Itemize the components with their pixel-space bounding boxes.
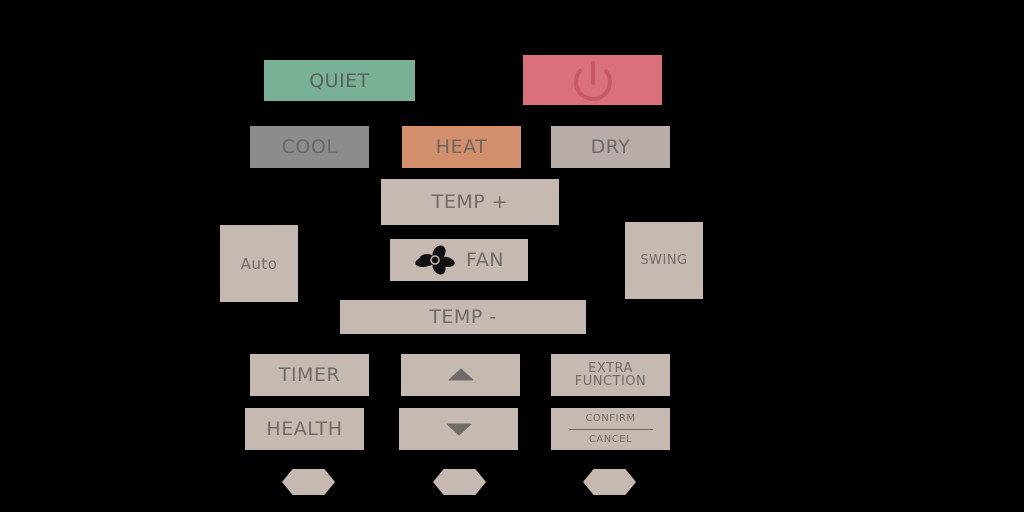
round-button-3[interactable] (583, 469, 636, 495)
round-button-2[interactable] (433, 469, 486, 495)
timer-button[interactable]: TIMER (250, 354, 369, 396)
confirm-cancel-button[interactable]: CONFIRM CANCEL (551, 408, 670, 450)
temp-plus-button[interactable]: TEMP + (381, 179, 559, 225)
temp-minus-label: TEMP - (429, 306, 497, 328)
extra-label-line1: EXTRA (588, 361, 633, 376)
temp-plus-label: TEMP + (431, 191, 509, 213)
arrow-down-icon (446, 423, 471, 436)
confirm-divider (568, 429, 653, 430)
power-button[interactable] (523, 55, 662, 105)
quiet-label: QUIET (309, 69, 370, 92)
power-icon (573, 61, 612, 101)
swing-label: SWING (640, 253, 688, 268)
dry-button[interactable]: DRY (551, 126, 670, 168)
fan-button[interactable]: FAN (390, 239, 528, 281)
health-label: HEALTH (266, 418, 343, 440)
fan-icon (414, 245, 456, 275)
auto-label: Auto (240, 254, 278, 273)
cancel-label: CANCEL (588, 434, 633, 445)
fan-label: FAN (466, 249, 504, 271)
swing-button[interactable]: SWING (625, 222, 703, 299)
up-button[interactable] (401, 354, 520, 396)
quiet-button[interactable]: QUIET (264, 60, 415, 101)
down-button[interactable] (399, 408, 518, 450)
extra-function-button[interactable]: EXTRA FUNCTION (551, 354, 670, 396)
confirm-label: CONFIRM (585, 413, 636, 424)
health-button[interactable]: HEALTH (245, 408, 364, 450)
cool-button[interactable]: COOL (250, 126, 369, 168)
dry-label: DRY (590, 136, 631, 158)
heat-label: HEAT (435, 136, 488, 158)
temp-minus-button[interactable]: TEMP - (340, 300, 586, 334)
extra-label-line2: FUNCTION (574, 374, 647, 389)
cool-label: COOL (281, 136, 338, 158)
auto-button[interactable]: Auto (220, 225, 298, 302)
round-button-1[interactable] (282, 469, 335, 495)
timer-label: TIMER (278, 364, 341, 386)
arrow-up-icon (448, 368, 473, 381)
heat-button[interactable]: HEAT (402, 126, 521, 168)
